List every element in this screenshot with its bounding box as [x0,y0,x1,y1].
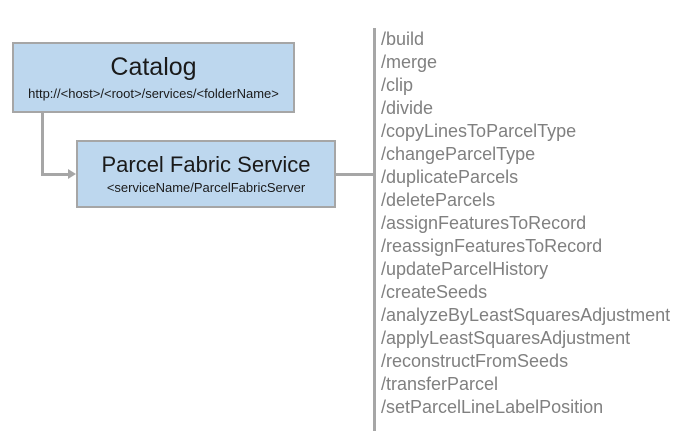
arrowhead-icon [68,169,76,179]
operation-item: /build [381,29,425,49]
operation-item: /transferParcel [381,374,499,394]
operation-item: /createSeeds [381,282,488,302]
operation-item: /analyzeByLeastSquaresAdjustment [381,305,671,325]
operation-item: /divide [381,98,434,118]
operation-item: /merge [381,52,438,72]
operation-item: /deleteParcels [381,190,496,210]
operation-item: /clip [381,75,414,95]
operation-item: /duplicateParcels [381,167,519,187]
catalog-node-title: Catalog [110,53,197,82]
operation-item: /updateParcelHistory [381,259,549,279]
operation-item: /reassignFeaturesToRecord [381,236,603,256]
operation-item: /changeParcelType [381,144,536,164]
operation-item: /setParcelLineLabelPosition [381,397,604,417]
operation-item: /assignFeaturesToRecord [381,213,587,233]
catalog-node-url: http://<host>/<root>/services/<folderNam… [28,85,279,101]
operation-item: /reconstructFromSeeds [381,351,569,371]
operation-item: /applyLeastSquaresAdjustment [381,328,631,348]
operations-list: /build/merge/clip/divide/copyLinesToParc… [381,28,681,419]
catalog-node: Catalog http://<host>/<root>/services/<f… [12,42,295,113]
operations-divider-line [373,28,376,431]
connector-service-to-operations [336,173,374,176]
operation-item: /copyLinesToParcelType [381,121,577,141]
connector-catalog-vertical [41,113,44,176]
parcel-fabric-service-node: Parcel Fabric Service <serviceName/Parce… [76,140,336,208]
parcel-fabric-service-title: Parcel Fabric Service [101,151,311,177]
connector-catalog-horizontal [41,173,72,176]
parcel-fabric-service-path: <serviceName/ParcelFabricServer [106,179,306,195]
